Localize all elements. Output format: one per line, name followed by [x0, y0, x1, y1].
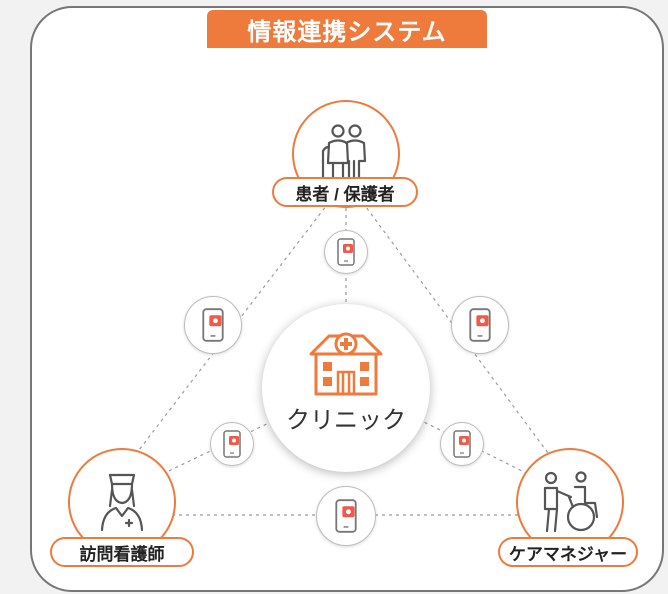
care-manager-label: ケアマネジャー	[498, 537, 638, 567]
nurse-label: 訪問看護師	[50, 537, 194, 567]
clinic-building-icon	[309, 332, 383, 396]
smartphone-notification-icon	[202, 308, 224, 342]
nurse-icon	[100, 473, 144, 532]
phone-connector-left-lower	[210, 422, 254, 466]
phone-connector-right-lower	[440, 422, 484, 466]
smartphone-notification-icon	[223, 430, 241, 458]
phone-connector-bottom	[316, 486, 376, 546]
phone-connector-left-upper	[184, 296, 242, 354]
clinic-node: クリニック	[262, 304, 430, 472]
diagram-title: 情報連携システム	[207, 10, 487, 48]
elderly-couple-icon	[321, 124, 367, 185]
wheelchair-assist-icon	[543, 471, 599, 533]
phone-connector-top	[324, 230, 368, 274]
smartphone-notification-icon	[335, 499, 357, 533]
line-caremanager-clinic	[419, 419, 541, 481]
phone-connector-right-upper	[451, 296, 509, 354]
smartphone-notification-icon	[337, 238, 355, 266]
smartphone-notification-icon	[469, 308, 491, 342]
smartphone-notification-icon	[453, 430, 471, 458]
clinic-label: クリニック	[286, 407, 406, 434]
line-nurse-clinic	[149, 419, 276, 481]
patient-label: 患者 / 保護者	[272, 177, 418, 207]
